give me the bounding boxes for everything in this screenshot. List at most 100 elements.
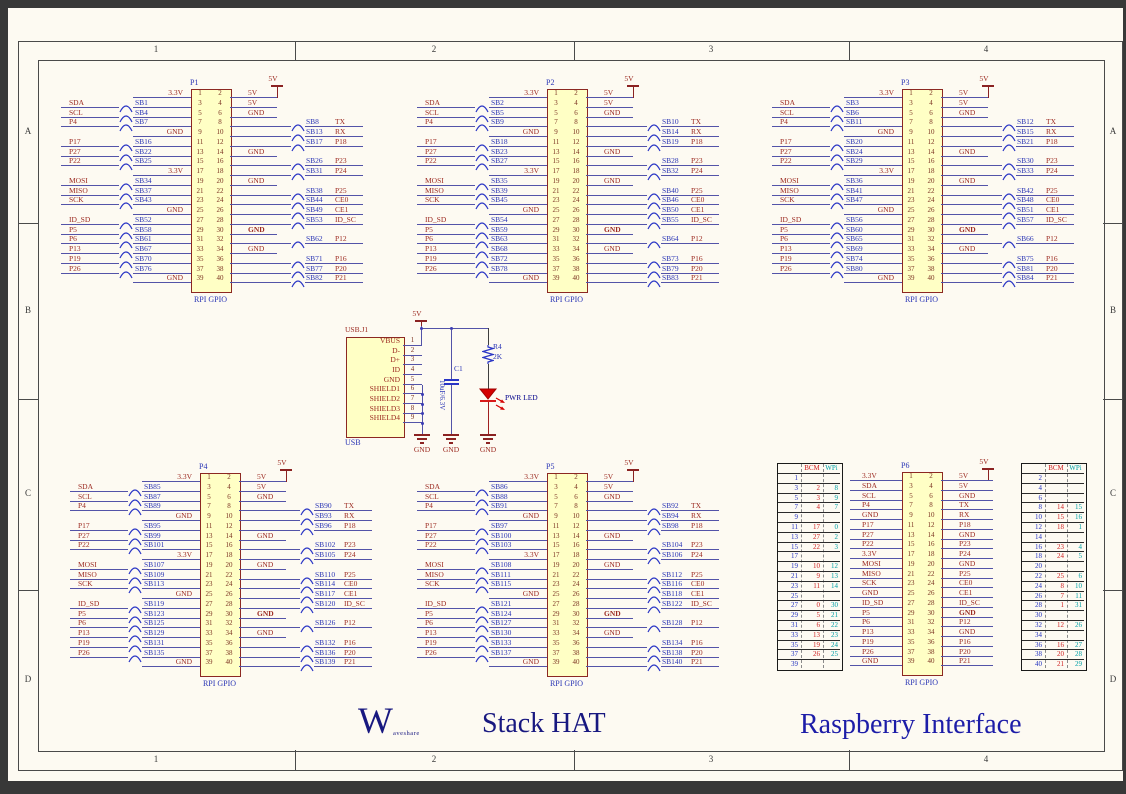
- net-stub: P22: [417, 156, 475, 166]
- net-stub: [941, 166, 1002, 176]
- table-pin: 17: [791, 552, 798, 560]
- net-stub: GND: [850, 656, 902, 666]
- pin-number: 11: [205, 522, 213, 530]
- net-label: SB57: [1017, 214, 1034, 224]
- net-stub: P6: [61, 234, 119, 244]
- pin-number: 20: [572, 177, 580, 185]
- net-tie-arc: [647, 640, 661, 653]
- net-label: SCK: [780, 194, 795, 204]
- table-row-line: [1022, 502, 1084, 503]
- table-row-line: [1022, 493, 1084, 494]
- pin-number: 7: [909, 118, 913, 126]
- wire: [451, 329, 452, 379]
- sb-jumper: SB43: [133, 195, 191, 205]
- table-divider: [1067, 464, 1069, 668]
- net-label: SB78: [491, 263, 508, 273]
- net-label: SB6: [846, 107, 859, 117]
- net-label: SB62: [306, 233, 323, 243]
- sb-jumper: SB121: [489, 599, 547, 609]
- sb-jumper: SB22: [133, 147, 191, 157]
- connector-body: [902, 472, 943, 676]
- connector-name: RPI GPIO: [193, 295, 228, 304]
- net-tie-arc: [647, 217, 661, 230]
- pin-number: 14: [927, 531, 935, 539]
- net-label: GND: [604, 146, 621, 156]
- net-label: GND: [604, 491, 621, 501]
- gnd-symbol: [449, 442, 453, 444]
- sb-jumper: SB60: [844, 225, 902, 235]
- table-row-line: [778, 502, 840, 503]
- net-label: GND: [166, 126, 183, 136]
- net-label: MISO: [425, 185, 444, 195]
- table-wpi: 0: [834, 523, 839, 531]
- net-label: ID_SC: [344, 598, 365, 608]
- net-stub: MISO: [61, 186, 119, 196]
- sb-jumper: SB101: [142, 540, 200, 550]
- table-pin: 22: [1035, 572, 1042, 580]
- net-label: CE1: [1046, 204, 1060, 214]
- sb-jumper: SB65: [844, 234, 902, 244]
- net-label: GND: [877, 126, 894, 136]
- pin-number: 38: [572, 265, 580, 273]
- pin-number: 8: [929, 501, 933, 509]
- pin-number: 24: [927, 579, 935, 587]
- net-label: P19: [862, 636, 874, 646]
- net-tie-arc: [300, 650, 314, 663]
- pin-number: 10: [572, 128, 580, 136]
- net-label: P16: [1046, 253, 1058, 263]
- power-symbol-5v-bar: [982, 85, 994, 87]
- pin-number: 39: [552, 658, 560, 666]
- pin-number: 29: [205, 610, 213, 618]
- net-label: P26: [862, 646, 874, 656]
- pin-number: 5: [198, 109, 202, 117]
- pin-number: 3: [207, 483, 211, 491]
- pin-number: 2: [929, 89, 933, 97]
- pin-number: 27: [552, 216, 560, 224]
- net-tie-arc: [647, 256, 661, 269]
- net-tie-arc: [291, 139, 305, 152]
- net-stub: [941, 264, 1002, 274]
- table-wpi: 23: [831, 631, 838, 639]
- frame-row-label: D: [24, 674, 32, 684]
- gnd-symbol: [446, 438, 456, 440]
- table-row-line: [778, 473, 840, 474]
- usb-pin-name: SHIELD3: [369, 404, 400, 413]
- waveshare-logo-text: aveshare: [393, 730, 420, 737]
- connector-designator: P2: [546, 78, 555, 87]
- net-stub: 5V: [586, 472, 633, 482]
- gnd-label: GND: [442, 445, 460, 454]
- pin-number: 38: [927, 265, 935, 273]
- net-label: P4: [780, 116, 788, 126]
- pin-number: 4: [218, 99, 222, 107]
- net-tie-arc: [1002, 139, 1016, 152]
- sb-jumper: SB133: [489, 638, 547, 648]
- net-label: GND: [959, 146, 976, 156]
- net-tie-arc: [475, 158, 489, 171]
- net-stub: [230, 254, 291, 264]
- pin-number: 11: [552, 138, 560, 146]
- power-symbol-5v-label: 5V: [624, 74, 634, 83]
- pin-number: 36: [927, 255, 935, 263]
- net-label: SB84: [1017, 272, 1034, 282]
- net-tie-arc: [475, 197, 489, 210]
- pin-number: 24: [572, 196, 580, 204]
- pin-number: 38: [216, 265, 224, 273]
- usb-pin-name: GND: [383, 375, 400, 384]
- net-stub: SCK: [417, 579, 475, 589]
- pin-number: 35: [205, 639, 213, 647]
- net-stub: P13: [850, 627, 902, 637]
- pin-number: 40: [572, 274, 580, 282]
- net-tie-arc: [647, 168, 661, 181]
- net-label: SB75: [1017, 253, 1034, 263]
- usb-pin-name: VBUS: [379, 336, 400, 345]
- pin-number: 5: [207, 493, 211, 501]
- net-label: GND: [959, 626, 976, 636]
- net-tie-arc: [119, 149, 133, 162]
- sb-jumper: SB130: [489, 628, 547, 638]
- net-label: P20: [691, 263, 703, 273]
